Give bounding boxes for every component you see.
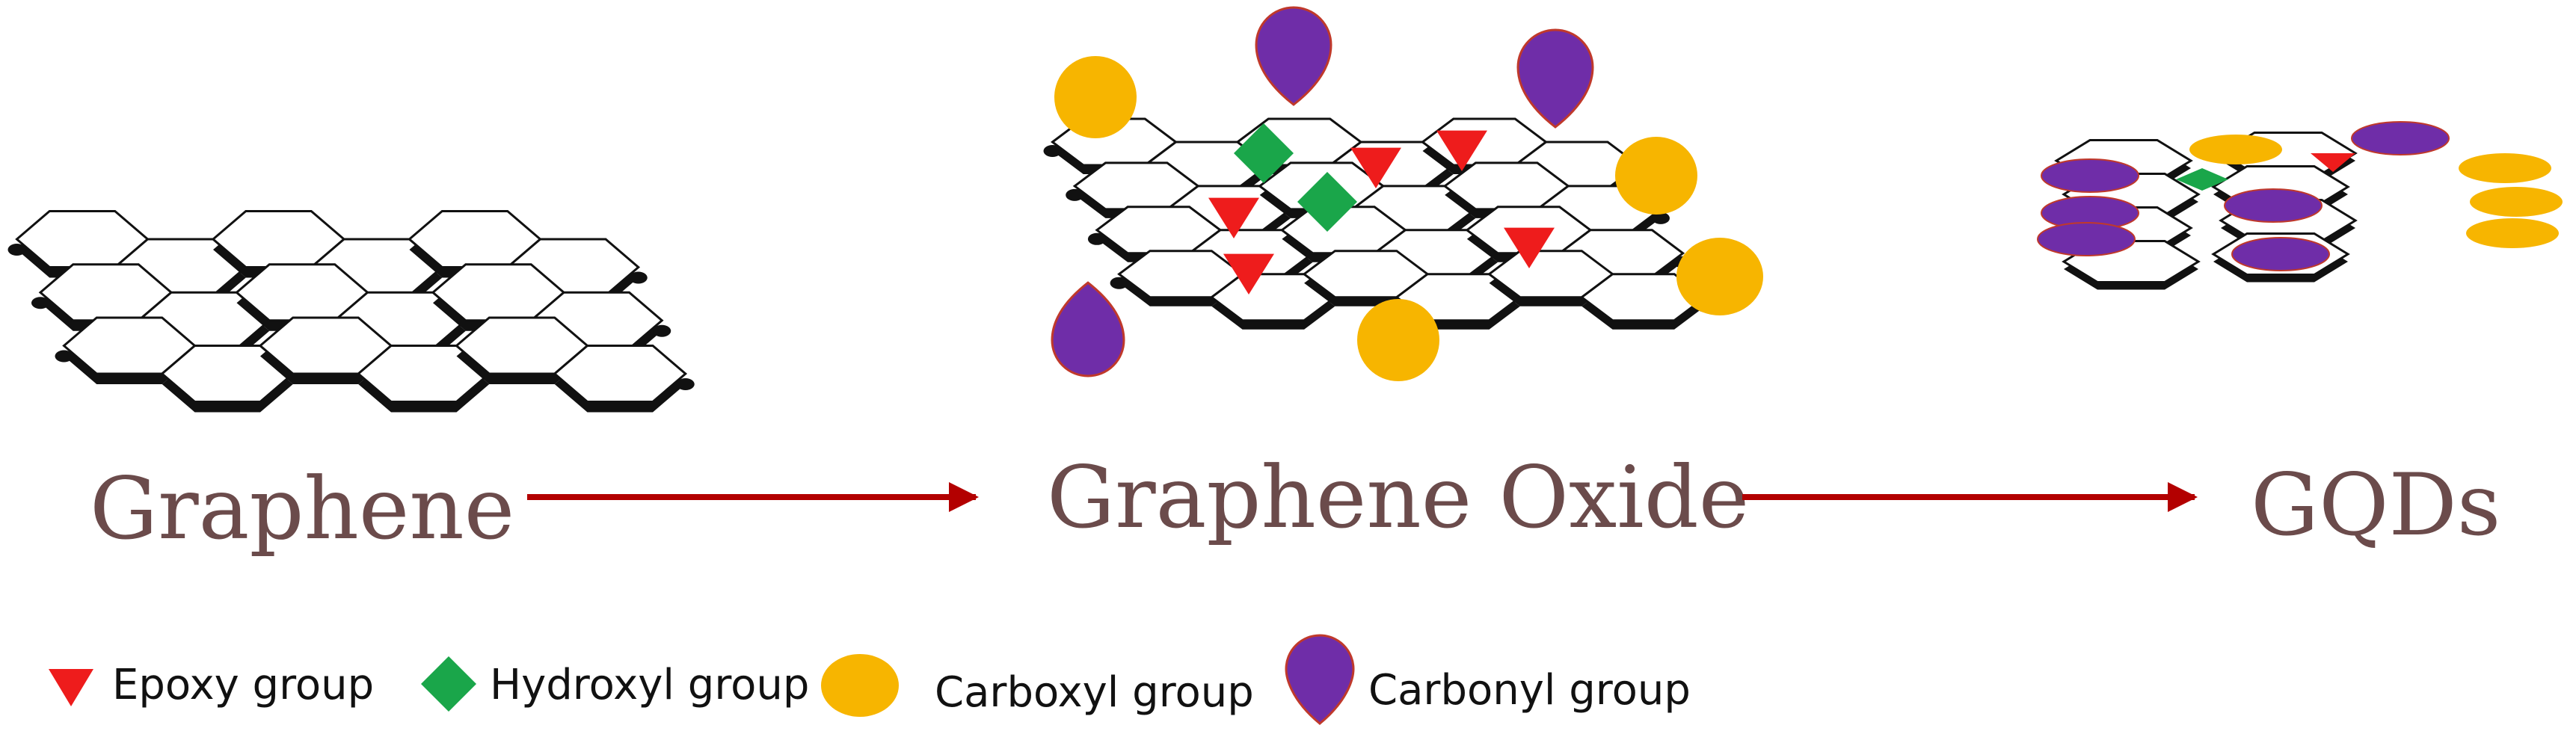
carboxyl-legend-icon	[821, 654, 899, 717]
graphene-edge-atom	[55, 350, 73, 363]
carbonyl-legend-icon	[1285, 634, 1355, 725]
gqd-illustration	[2037, 121, 2563, 290]
gqd-carboxyl-marker	[2470, 187, 2563, 217]
gqd-carbonyl-marker	[2041, 158, 2139, 193]
gqd-carbonyl-marker	[2037, 222, 2136, 256]
graphene-oxide-edge-atom	[1110, 277, 1128, 289]
graphene-edge-atom	[31, 297, 49, 309]
gqd-epoxy-marker	[2311, 153, 2355, 172]
graphene-oxide-edge-atom	[1043, 145, 1062, 157]
gqd-carbonyl-marker	[2224, 188, 2323, 223]
carboxyl-group-marker	[1615, 137, 1697, 215]
epoxy-group-marker	[1223, 253, 1274, 295]
epoxy-group-marker	[1350, 147, 1401, 188]
legend: Epoxy group Hydroxyl group Carboxyl grou…	[49, 634, 1691, 725]
carbonyl-group-marker	[1255, 6, 1332, 106]
gqd-carbonyl-marker	[2231, 237, 2330, 271]
gqd-carboxyl-marker	[2466, 218, 2559, 248]
gqd-carboxyl-marker	[2189, 135, 2282, 164]
graphene-edge-atom	[653, 324, 671, 337]
epoxy-legend-icon	[49, 669, 93, 706]
carboxyl-group-marker	[1357, 299, 1439, 381]
epoxy-group-marker	[1208, 197, 1259, 238]
stage-label-gqds: GQDs	[2251, 455, 2500, 555]
epoxy-group-marker	[1504, 227, 1555, 268]
gqd-carboxyl-marker	[2459, 153, 2551, 183]
stage-label-graphene-oxide: Graphene Oxide	[1047, 448, 1749, 547]
legend-label-epoxy: Epoxy group	[112, 661, 374, 709]
legend-label-carbonyl: Carbonyl group	[1368, 666, 1691, 715]
carbonyl-group-marker	[1051, 281, 1125, 377]
legend-label-carboxyl: Carboxyl group	[935, 668, 1254, 717]
graphene-oxide-edge-atom	[1066, 188, 1084, 201]
graphene-hexagon	[553, 345, 688, 403]
graphene-edge-atom	[7, 244, 26, 256]
graphene-edge-atom	[629, 271, 648, 284]
graphene-oxide-functional-groups	[1051, 6, 1763, 381]
graphene-edge-atom	[676, 378, 695, 390]
hydroxyl-legend-icon	[421, 656, 476, 712]
graphene-oxide-edge-atom	[1087, 232, 1106, 245]
legend-label-hydroxyl: Hydroxyl group	[490, 661, 809, 709]
carboxyl-group-marker	[1054, 56, 1137, 138]
gqd-carbonyl-marker	[2351, 121, 2450, 155]
epoxy-group-marker	[1436, 130, 1487, 171]
carboxyl-group-marker	[1676, 238, 1763, 315]
stage-label-graphene: Graphene	[90, 459, 514, 558]
hydroxyl-group-marker	[1297, 172, 1357, 232]
graphene-sheet-illustration	[7, 210, 695, 413]
hydroxyl-group-marker	[1234, 123, 1294, 183]
gqd-hydroxyl-marker	[2176, 168, 2228, 191]
graphene-oxide-edge-atom	[1651, 212, 1670, 224]
carbonyl-group-marker	[1516, 28, 1594, 129]
graphene-oxide-illustration	[1043, 117, 1715, 330]
